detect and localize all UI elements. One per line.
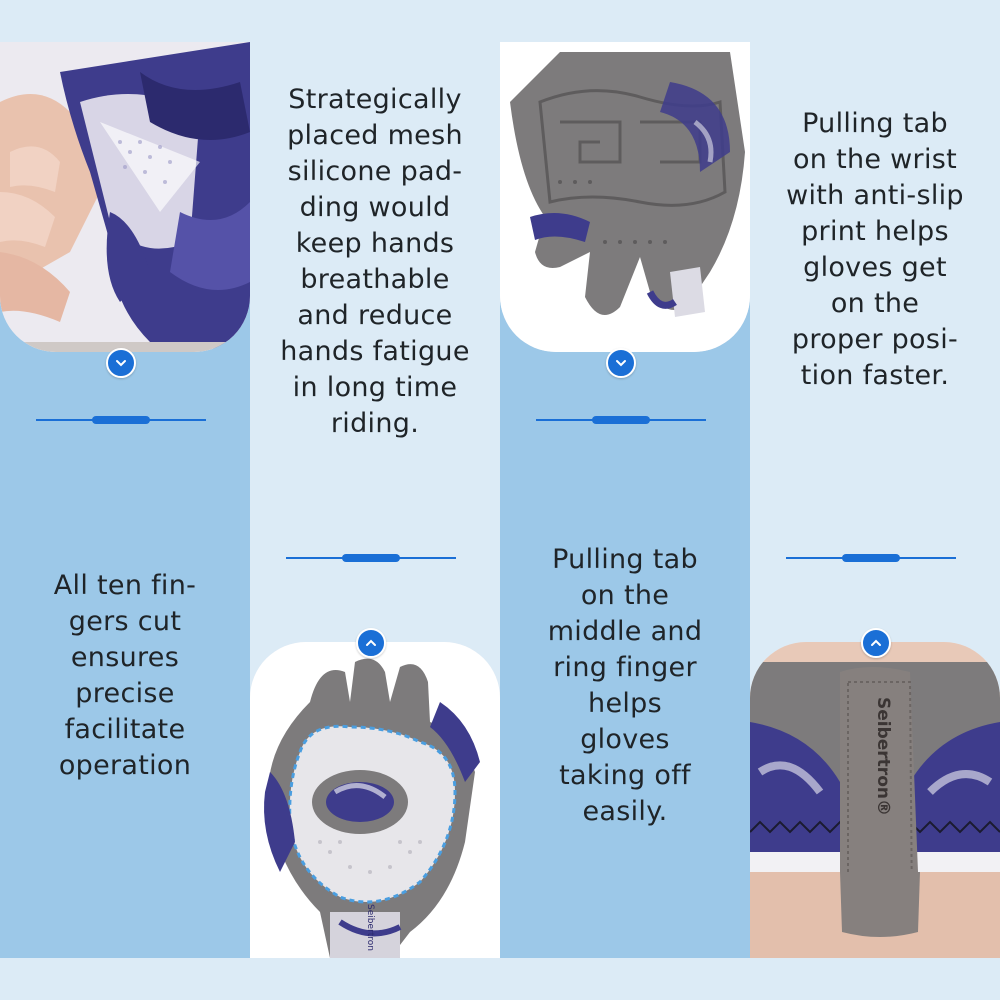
- divider-line: [786, 554, 956, 562]
- feature-column-mesh-padding: Strategically placed mesh silicone pad- …: [250, 42, 500, 958]
- chevron-up-icon[interactable]: [356, 628, 386, 658]
- feature-description: Strategically placed mesh silicone pad- …: [280, 84, 470, 439]
- feature-column-wrist-tab: Pulling tab on the wrist with anti-slip …: [750, 42, 1000, 958]
- feature-description: Pulling tab on the wrist with anti-slip …: [786, 108, 964, 391]
- feature-description: Pulling tab on the middle and ring finge…: [547, 544, 703, 827]
- divider-line: [536, 416, 706, 424]
- glove-back-on-hand-photo: [0, 42, 250, 352]
- feature-column-finger-cut: All ten fin- gers cut ensures precise fa…: [0, 42, 250, 958]
- brand-label: Seibertron: [365, 904, 375, 951]
- feature-description: All ten fin- gers cut ensures precise fa…: [53, 570, 197, 781]
- wrist-pull-tab-photo: Seibertron®: [750, 642, 1000, 958]
- brand-label: Seibertron®: [873, 697, 893, 816]
- chevron-up-icon[interactable]: [861, 628, 891, 658]
- feature-column-finger-tab: Pulling tab on the middle and ring finge…: [500, 42, 750, 958]
- glove-palm-pull-tab-photo: [500, 42, 750, 352]
- divider-line: [286, 554, 456, 562]
- chevron-down-icon[interactable]: [106, 348, 136, 378]
- glove-palm-padding-photo: Seibertron: [250, 642, 500, 958]
- chevron-down-icon[interactable]: [606, 348, 636, 378]
- divider-line: [36, 416, 206, 424]
